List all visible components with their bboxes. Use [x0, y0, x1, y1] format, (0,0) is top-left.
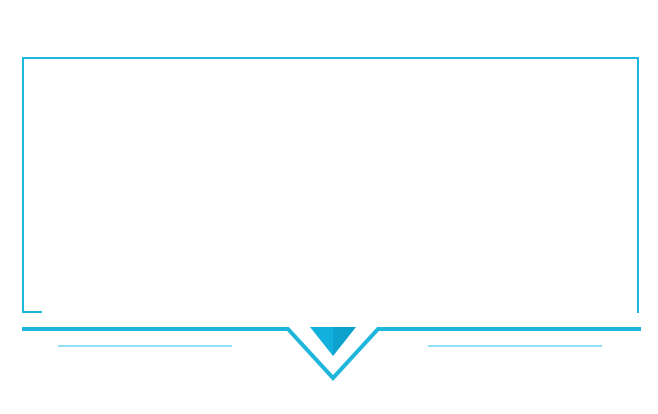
frame-corner-tick — [24, 311, 42, 313]
triangle-down-icon-shade — [333, 327, 356, 356]
dialog-frame — [22, 57, 639, 313]
bottom-bar-notch-outline — [22, 327, 641, 381]
